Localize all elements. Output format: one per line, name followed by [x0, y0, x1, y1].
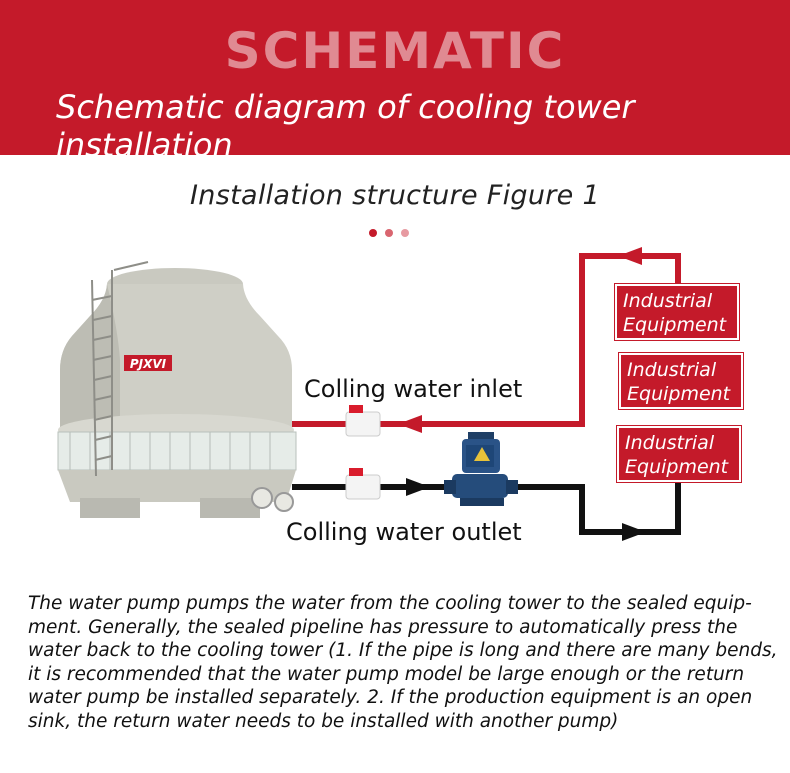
pagination-dot-1[interactable] — [369, 229, 377, 237]
brand-logo-text: PJXVI — [130, 357, 167, 371]
pagination-dot-3[interactable] — [401, 229, 409, 237]
ladder — [91, 261, 149, 477]
header-banner: SCHEMATIC Schematic diagram of cooling t… — [0, 0, 790, 164]
inlet-valve — [345, 405, 381, 437]
equipment-label-line1: Industrial — [627, 359, 717, 381]
inlet-pipe — [292, 247, 681, 433]
equipment-label-line1: Industrial — [625, 432, 715, 454]
equipment-label-line2: Equipment — [625, 456, 729, 478]
outlet-valve — [345, 468, 381, 500]
industrial-equipment-box-3: Industrial Equipment — [616, 425, 742, 483]
equipment-label-line2: Equipment — [623, 314, 727, 336]
equipment-label-line1: Industrial — [623, 290, 713, 312]
diagram-graphic: PJXVI — [57, 247, 681, 541]
brand-logo — [124, 355, 172, 371]
water-pump — [444, 432, 518, 506]
supply-flow-arrow — [622, 523, 646, 541]
outlet-label: Colling water outlet — [286, 518, 522, 546]
cooling-tower: PJXVI — [57, 261, 297, 518]
inlet-flow-arrow — [398, 415, 422, 433]
industrial-equipment-box-2: Industrial Equipment — [618, 352, 744, 410]
installation-diagram: PJXVI Colling water inlet Colling water … — [0, 240, 790, 580]
pagination-dot-2[interactable] — [385, 229, 393, 237]
return-flow-arrow — [618, 247, 642, 265]
inlet-label: Colling water inlet — [304, 375, 523, 403]
figure-title: Installation structure Figure 1 — [190, 180, 600, 211]
outlet-flow-arrow — [406, 478, 430, 496]
equipment-label-line2: Equipment — [627, 383, 731, 405]
banner-title: SCHEMATIC — [224, 22, 566, 80]
description-text: The water pump pumps the water from the … — [28, 593, 778, 732]
banner-subtitle: Schematic diagram of cooling tower insta… — [56, 88, 635, 164]
industrial-equipment-box-1: Industrial Equipment — [614, 283, 740, 341]
